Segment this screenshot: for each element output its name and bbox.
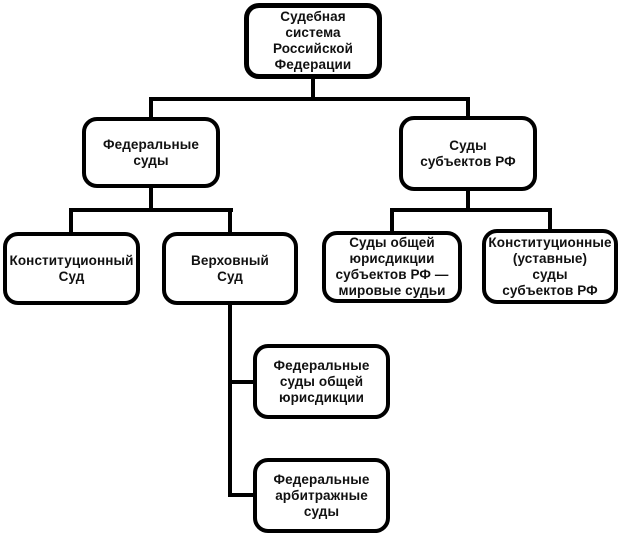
node-federal-courts-label: Федеральные суды — [102, 136, 200, 168]
node-constitutional-charter-subject-courts-label: Конституционные (уставные) суды субъекто… — [488, 234, 612, 298]
node-constitutional-charter-subject-courts: Конституционные (уставные) суды субъекто… — [482, 229, 618, 304]
node-general-jurisdiction-subject-courts-label: Суды общей юрисдикции субъектов РФ — мир… — [335, 235, 449, 298]
connector-federal-bar — [69, 208, 233, 212]
node-federal-courts: Федеральные суды — [82, 117, 220, 188]
connector-level1-bar — [149, 97, 470, 101]
connector-subjects-right-drop — [548, 211, 552, 230]
connector-subjects-left-drop — [390, 211, 394, 232]
connector-branch-federal-arbitration — [231, 493, 255, 497]
node-federal-arbitration-courts: Федеральные арбитражные суды — [253, 458, 390, 533]
node-general-jurisdiction-subject-courts: Суды общей юрисдикции субъектов РФ — мир… — [322, 231, 462, 303]
node-judicial-system-root-label: Судебная система Российской Федерации — [273, 9, 353, 72]
connector-level1-right-drop — [466, 100, 470, 118]
connector-supreme-trunk — [228, 303, 232, 497]
node-federal-arbitration-courts-label: Федеральные арбитражные суды — [273, 471, 370, 519]
node-constitutional-court: Конституционный Суд — [3, 232, 140, 305]
node-federal-general-jurisdiction-courts-label: Федеральные суды общей юрисдикции — [273, 357, 370, 405]
connector-subjects-bar — [390, 208, 552, 212]
connector-branch-federal-general — [231, 380, 255, 384]
connector-level1-left-drop — [149, 100, 153, 119]
connector-root-stub — [311, 76, 315, 100]
connector-federal-right-drop — [228, 211, 232, 233]
node-federal-general-jurisdiction-courts: Федеральные суды общей юрисдикции — [253, 344, 390, 419]
node-supreme-court: Верховный Суд — [162, 232, 298, 305]
node-supreme-court-label: Верховный Суд — [191, 252, 269, 284]
connector-subjects-stub — [466, 189, 470, 211]
node-subject-courts-label: Суды субъектов РФ — [420, 137, 516, 169]
connector-federal-left-drop — [69, 211, 73, 233]
node-subject-courts: Суды субъектов РФ — [399, 116, 537, 191]
connector-federal-stub — [149, 186, 153, 212]
node-constitutional-court-label: Конституционный Суд — [9, 252, 134, 284]
node-judicial-system-root: Судебная система Российской Федерации — [244, 3, 382, 79]
